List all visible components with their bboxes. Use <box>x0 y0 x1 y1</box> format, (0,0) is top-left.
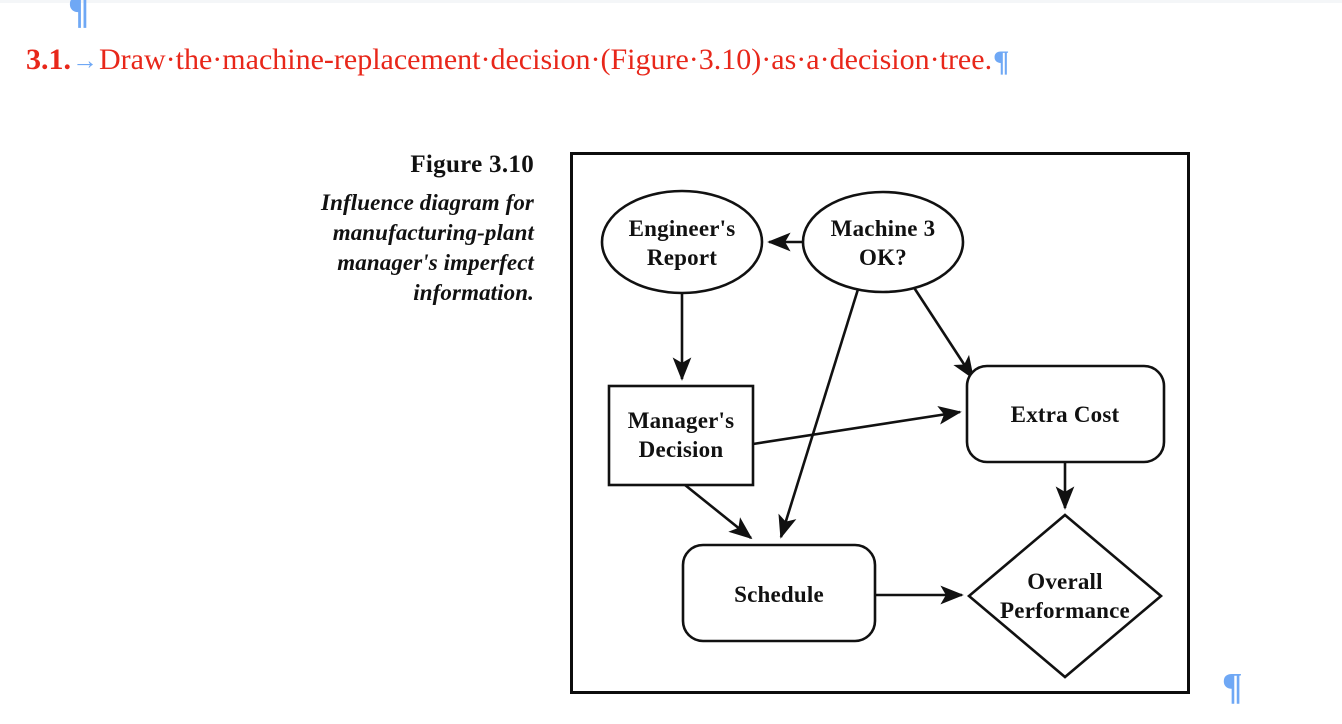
exercise-word-decision-2: decision <box>829 43 930 76</box>
exercise-word-figure-open: (Figure <box>600 43 689 76</box>
space-dot: · <box>165 43 176 76</box>
space-dot: · <box>761 43 772 76</box>
paragraph-mark-heading-end: ¶ <box>993 45 1010 78</box>
figure-caption-line-2: manufacturing-plant <box>332 220 534 245</box>
engineers-report-ellipse <box>600 189 764 295</box>
node-extra-cost[interactable]: Extra Cost <box>965 364 1166 464</box>
machine-3-ok-label-line-2: OK? <box>859 245 907 270</box>
engineers-report-label-line-2: Report <box>647 245 717 270</box>
arc-machine3ok-to-extracost <box>909 282 975 380</box>
exercise-word-decision: decision <box>490 43 591 76</box>
node-overall-performance[interactable]: Overall Performance <box>966 513 1164 679</box>
node-machine-3-ok[interactable]: Machine 3 OK? <box>801 190 965 294</box>
extra-cost-rounded-rect <box>965 364 1166 464</box>
figure-caption: Figure 3.10 Influence diagram for manufa… <box>236 150 534 308</box>
influence-arc-group <box>672 232 1075 605</box>
node-managers-decision[interactable]: Manager's Decision <box>607 384 755 487</box>
figure-caption-title: Figure 3.10 <box>410 151 534 178</box>
influence-diagram: Engineer's Report Machine 3 OK? Manager'… <box>600 189 1166 679</box>
space-dot: · <box>212 43 223 76</box>
overall-performance-label-line-1: Overall <box>1027 569 1103 594</box>
overall-performance-diamond <box>966 513 1164 679</box>
exercise-word-machine-replacement: machine-replacement <box>222 43 481 76</box>
exercise-word-the: the <box>175 43 213 76</box>
figure-caption-line-4: information. <box>413 280 534 305</box>
extra-cost-label: Extra Cost <box>1011 402 1120 427</box>
arc-managersdecision-to-schedule <box>684 483 753 540</box>
exercise-word-as: as <box>771 43 797 76</box>
paragraph-mark-top: ¶ <box>68 0 90 32</box>
exercise-word-a: a <box>806 43 820 76</box>
figure-caption-line-3: manager's imperfect <box>337 250 534 275</box>
node-engineers-report[interactable]: Engineer's Report <box>600 189 764 295</box>
machine-3-ok-label-line-1: Machine 3 <box>831 216 936 241</box>
overall-performance-label-line-2: Performance <box>1000 598 1130 623</box>
figure-caption-body: Influence diagram for manufacturing-plan… <box>236 188 534 308</box>
space-dot: · <box>819 43 830 76</box>
space-dot: · <box>929 43 940 76</box>
space-dot: · <box>796 43 807 76</box>
managers-decision-rect <box>607 384 755 487</box>
schedule-label: Schedule <box>734 582 824 607</box>
managers-decision-label-line-1: Manager's <box>628 408 735 433</box>
machine-3-ok-ellipse <box>801 190 965 294</box>
paragraph-mark-bottom: ¶ <box>1222 666 1243 708</box>
exercise-figure-number: 3.10) <box>698 43 762 76</box>
tab-arrow-icon: → <box>72 46 98 75</box>
figure-caption-line-1: Influence diagram for <box>321 190 534 215</box>
node-schedule[interactable]: Schedule <box>681 543 877 643</box>
arc-managersdecision-to-extracost <box>752 406 962 446</box>
page-top-band <box>0 0 1342 3</box>
managers-decision-label-line-2: Decision <box>639 437 724 462</box>
exercise-heading: 3.1.→Draw·the·machine-replacement·decisi… <box>26 40 1316 81</box>
space-dot: · <box>590 43 601 76</box>
exercise-number: 3.1. <box>26 43 71 76</box>
exercise-word-tree: tree. <box>939 43 993 76</box>
space-dot: · <box>688 43 699 76</box>
arc-machine3ok-to-schedule <box>778 285 861 539</box>
exercise-word-draw: Draw <box>99 43 166 76</box>
engineers-report-label-line-1: Engineer's <box>629 216 736 241</box>
space-dot: · <box>480 43 491 76</box>
schedule-rounded-rect <box>681 543 877 643</box>
figure-frame: Engineer's Report Machine 3 OK? Manager'… <box>570 152 1190 694</box>
